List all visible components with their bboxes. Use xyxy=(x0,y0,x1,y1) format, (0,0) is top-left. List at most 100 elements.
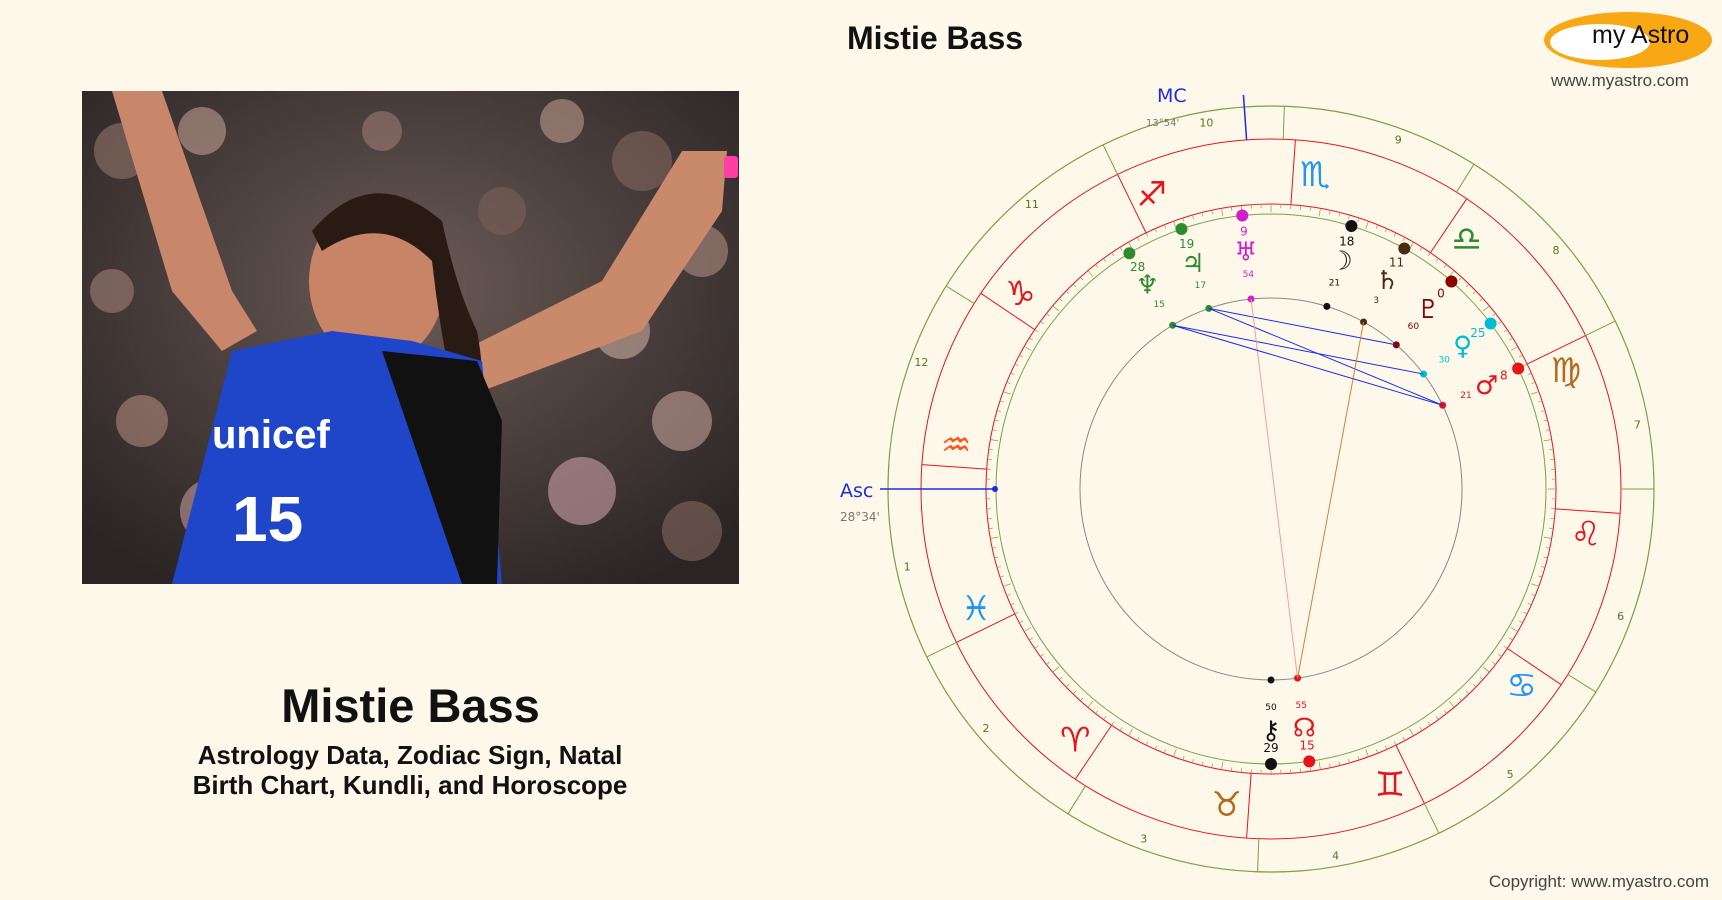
degree-tick xyxy=(1154,228,1158,233)
house-number: 2 xyxy=(983,722,990,735)
degree-tick xyxy=(999,400,1004,403)
degree-tick xyxy=(1338,212,1341,217)
degree-tick xyxy=(999,575,1004,578)
photo-illustration: unicef 15 xyxy=(82,91,739,584)
planet-minute: 54 xyxy=(1243,270,1255,280)
sign-divider xyxy=(956,613,1016,643)
degree-tick xyxy=(992,547,997,549)
degree-tick xyxy=(1479,676,1484,680)
house-number: 7 xyxy=(1634,418,1641,431)
zodiac-sign-glyph: ♒ xyxy=(941,426,971,466)
planet-degree: 8 xyxy=(1500,368,1508,382)
degree-tick xyxy=(988,448,993,451)
degree-tick xyxy=(1065,290,1070,295)
planet-marker xyxy=(1484,317,1497,330)
degree-tick xyxy=(1230,767,1233,772)
degree-tick xyxy=(1201,212,1204,217)
mc-line xyxy=(1242,94,1248,140)
aspect-point xyxy=(1267,676,1275,684)
degree-tick xyxy=(992,429,997,431)
degree-tick xyxy=(1182,217,1185,222)
degree-tick xyxy=(1348,759,1350,764)
sign-divider xyxy=(1290,139,1296,205)
copyright-text: Copyright: www.myastro.com xyxy=(1488,872,1709,891)
degree-tick xyxy=(1443,264,1447,268)
zodiac-sign-glyph: ♎ xyxy=(1452,219,1482,259)
planet-minute: 60 xyxy=(1408,322,1420,332)
degree-tick xyxy=(1095,264,1099,268)
aspect-line xyxy=(1172,324,1443,406)
degree-tick xyxy=(1365,749,1369,757)
planet-marker xyxy=(1236,209,1249,222)
house-number: 10 xyxy=(1199,117,1213,130)
asc-degree: 28°34' xyxy=(840,510,880,524)
degree-tick xyxy=(1518,620,1523,624)
degree-tick xyxy=(1211,210,1213,215)
degree-tick xyxy=(1111,252,1115,257)
site-url[interactable]: www.myastro.com xyxy=(1551,71,1689,90)
degree-tick xyxy=(1503,329,1508,333)
degree-tick xyxy=(1136,736,1140,741)
degree-tick xyxy=(1058,298,1063,302)
planet-glyph: ☊ xyxy=(1293,714,1316,744)
house-divider xyxy=(1567,674,1597,693)
jersey-text: unicef xyxy=(212,413,330,457)
degree-tick xyxy=(1087,700,1094,708)
house-divider xyxy=(1067,785,1086,815)
degree-tick xyxy=(1543,439,1552,442)
degree-tick xyxy=(1527,372,1532,376)
degree-tick xyxy=(1309,206,1312,211)
degree-tick xyxy=(1348,214,1350,219)
degree-tick xyxy=(1111,721,1115,726)
degree-tick xyxy=(1531,593,1536,597)
zodiac-inner-ring xyxy=(985,203,1557,775)
degree-tick xyxy=(1163,224,1167,229)
planet-marker xyxy=(1445,275,1458,288)
degree-tick xyxy=(1527,602,1532,606)
planet-marker xyxy=(1345,220,1358,233)
planet-degree: 0 xyxy=(1437,287,1445,301)
house-divider xyxy=(926,641,957,658)
degree-tick xyxy=(1482,666,1490,673)
planet-marker xyxy=(1398,242,1411,255)
jersey-number: 15 xyxy=(232,483,303,555)
degree-tick xyxy=(1182,756,1185,761)
degree-tick xyxy=(1019,620,1024,624)
sign-divider xyxy=(921,464,987,470)
degree-tick xyxy=(1543,419,1548,422)
zodiac-sign-glyph: ♊ xyxy=(1375,765,1405,805)
myastro-logo[interactable] xyxy=(1542,10,1714,70)
sign-divider xyxy=(1246,773,1252,839)
degree-tick xyxy=(1531,391,1539,395)
zodiac-sign-glyph: ♓ xyxy=(961,589,991,629)
degree-tick xyxy=(1119,727,1123,731)
degree-tick xyxy=(1510,627,1518,632)
degree-tick xyxy=(1192,214,1194,219)
degree-tick xyxy=(1509,337,1513,341)
logo-text[interactable]: my Astro xyxy=(1592,21,1690,49)
degree-tick xyxy=(1384,228,1388,233)
house-number: 4 xyxy=(1332,849,1339,862)
degree-tick xyxy=(1402,736,1406,741)
degree-tick xyxy=(1443,710,1447,714)
house-divider xyxy=(1585,320,1616,337)
planet-marker xyxy=(1303,755,1316,768)
zodiac-sign-glyph: ♑ xyxy=(1005,274,1035,314)
degree-tick xyxy=(1329,763,1331,768)
degree-tick xyxy=(1465,283,1470,288)
degree-tick xyxy=(1024,346,1032,351)
degree-tick xyxy=(1393,232,1397,237)
degree-tick xyxy=(1211,763,1213,768)
planet-degree: 15 xyxy=(1299,738,1314,752)
planet-minute: 50 xyxy=(1265,703,1277,713)
degree-tick xyxy=(1019,354,1024,358)
degree-tick xyxy=(1029,337,1033,341)
degree-tick xyxy=(1006,593,1011,597)
degree-tick xyxy=(1058,676,1063,680)
degree-tick xyxy=(1154,745,1158,750)
house-divider xyxy=(1423,803,1440,834)
degree-tick xyxy=(1163,749,1167,754)
degree-tick xyxy=(1538,575,1543,578)
aspect-line xyxy=(1208,307,1397,346)
planet-marker xyxy=(1512,362,1525,375)
